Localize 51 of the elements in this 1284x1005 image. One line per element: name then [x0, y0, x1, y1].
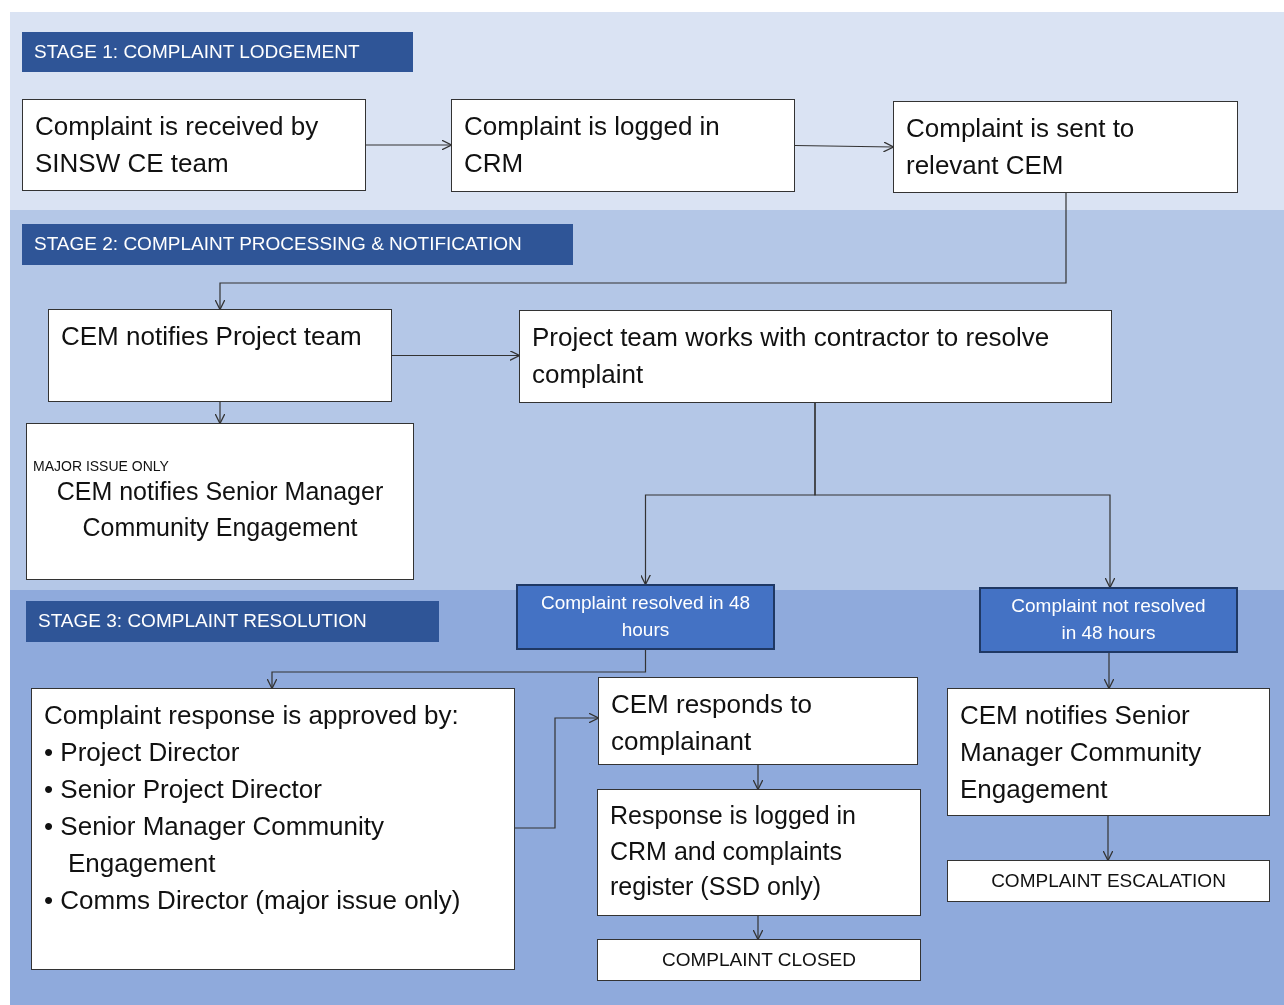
process-box	[598, 677, 918, 765]
arrow	[794, 141, 895, 153]
process-box	[947, 688, 1270, 816]
note-text: MAJOR ISSUE ONLY	[33, 457, 169, 475]
process-box	[26, 423, 414, 580]
outcome-box	[979, 587, 1238, 653]
heading-text: STAGE 3: COMPLAINT RESOLUTION	[38, 609, 368, 633]
arrow	[1103, 652, 1115, 690]
arrow	[514, 712, 600, 829]
box-text: COMPLAINT ESCALATION	[991, 868, 1226, 893]
process-box	[519, 310, 1112, 403]
list-item: • Project Director	[44, 735, 241, 769]
heading-text: STAGE 2: COMPLAINT PROCESSING & NOTIFICATION	[34, 232, 523, 256]
end-box	[947, 860, 1270, 902]
box-text: Response is logged in CRM and complaints register (SSD only)	[610, 800, 857, 902]
arrow	[752, 915, 764, 941]
box-text: Project team works with contractor to resolve complaint	[532, 321, 1051, 391]
outcome-box	[516, 584, 775, 650]
box-text: CEM notifies Project team	[61, 320, 363, 353]
box-text: Complaint resolved in 48 hours	[540, 591, 751, 642]
arrow	[752, 764, 764, 791]
arrow	[391, 349, 521, 362]
list-item: • Comms Director (major issue only)	[44, 883, 462, 917]
box-text: CEM responds to complainant	[611, 688, 813, 758]
process-box	[48, 309, 392, 402]
arrow	[814, 402, 1116, 589]
box-text: Complaint response is approved by:	[44, 699, 460, 732]
process-box	[893, 101, 1238, 193]
box-text: CEM notifies Senior Manager Community Engagement	[55, 476, 385, 543]
process-box	[31, 688, 515, 970]
list-item: • Senior Manager Community Engagement	[44, 809, 386, 880]
list-item: • Senior Project Director	[44, 772, 323, 806]
box-text: Complaint not resolved in 48 hours	[1010, 594, 1207, 645]
box-text: Complaint is logged in CRM	[464, 110, 721, 180]
stage-heading	[22, 224, 573, 265]
arrow	[214, 192, 1067, 311]
end-box	[597, 939, 921, 981]
process-box	[597, 789, 921, 916]
process-box	[451, 99, 795, 192]
process-box	[22, 99, 366, 191]
arrow	[266, 649, 647, 690]
arrow	[214, 401, 226, 425]
stage-heading	[26, 601, 439, 642]
arrow	[365, 139, 453, 151]
box-text: Complaint is sent to relevant CEM	[906, 112, 1136, 182]
heading-text: STAGE 1: COMPLAINT LODGEMENT	[34, 39, 361, 64]
stage-heading	[22, 32, 413, 72]
box-text: Complaint is received by SINSW CE team	[35, 110, 320, 180]
box-text: CEM notifies Senior Manager Community Engagement	[960, 699, 1203, 806]
box-text: COMPLAINT CLOSED	[662, 947, 856, 972]
arrow	[1102, 815, 1114, 862]
